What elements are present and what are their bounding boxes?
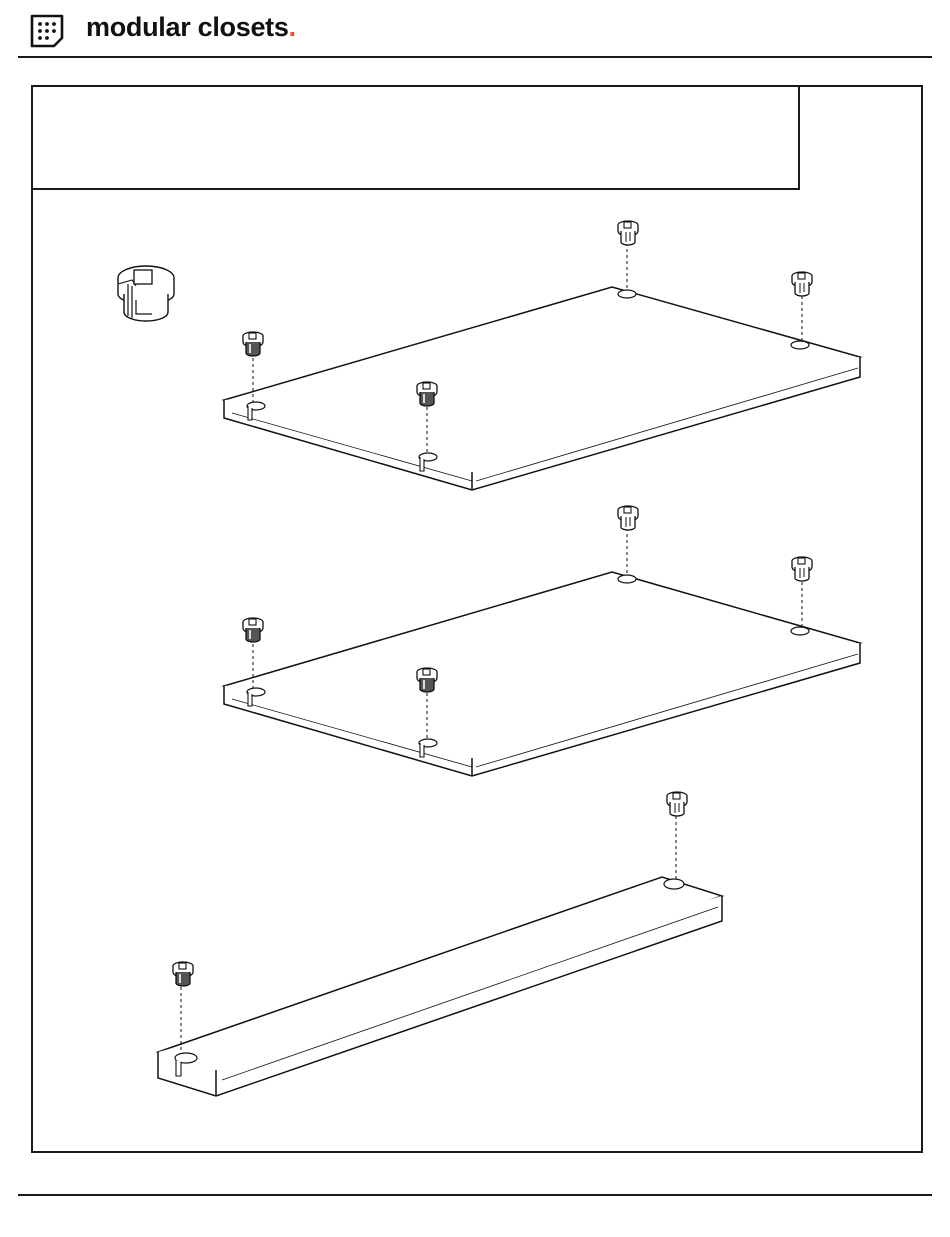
footer-divider bbox=[18, 1194, 932, 1196]
cam-lock-icon bbox=[618, 506, 638, 530]
cam-lock-icon bbox=[417, 668, 437, 692]
cam-lock-icon bbox=[243, 618, 263, 642]
cam-lock-icon bbox=[667, 792, 687, 816]
cam-lock-icon bbox=[792, 272, 812, 296]
shelf-panel-2 bbox=[224, 506, 860, 776]
cam-lock-icon bbox=[618, 221, 638, 245]
rail bbox=[158, 792, 722, 1096]
cam-lock-icon bbox=[173, 962, 193, 986]
cam-lock-callout-icon bbox=[118, 266, 174, 321]
cam-lock-icon bbox=[417, 382, 437, 406]
cam-lock-icon bbox=[792, 557, 812, 581]
cam-lock-icon bbox=[243, 332, 263, 356]
shelf-panel-1 bbox=[224, 221, 860, 490]
